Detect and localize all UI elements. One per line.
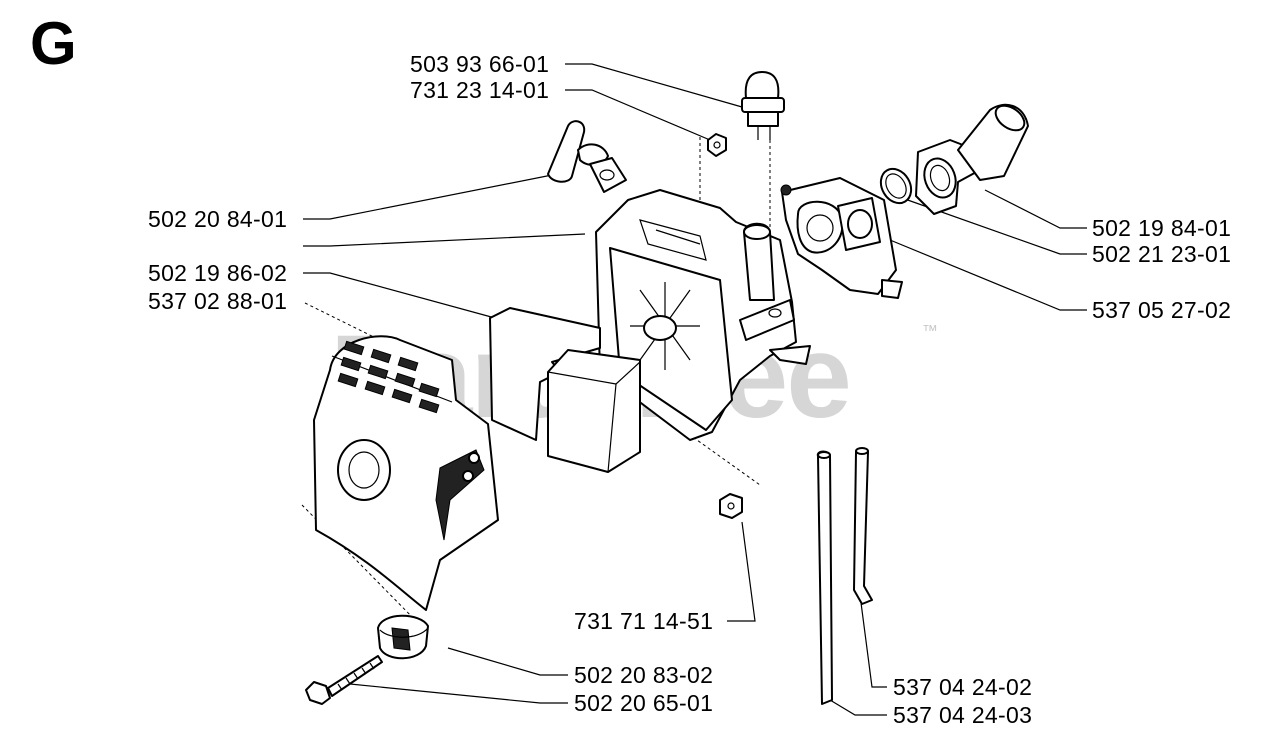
leader-p6: [984, 189, 1087, 229]
dash-cover-screw: [301, 504, 421, 626]
part-number-label: 731 23 14-01: [410, 77, 550, 103]
cover-knob: [377, 614, 429, 660]
leader-p9: [727, 521, 756, 622]
carburetor: [780, 177, 903, 299]
air-filter-cover: [313, 335, 499, 611]
part-number-label: 502 19 86-02: [148, 260, 288, 286]
leader-p11: [339, 682, 568, 704]
leader-p3: [303, 174, 553, 220]
cover-grille: [337, 340, 440, 414]
leader-p10: [447, 647, 568, 676]
nut-top: [707, 133, 727, 157]
gasket-ring: [879, 167, 913, 205]
leader-p3b: [303, 233, 586, 247]
leader-p2: [565, 89, 711, 141]
nut-bottom: [719, 493, 743, 519]
leader-p13: [829, 699, 887, 716]
cover-screw: [305, 655, 383, 705]
trademark-symbol: ™: [922, 323, 938, 340]
part-number-label: 537 05 27-02: [1092, 297, 1232, 323]
section-letter: G: [30, 10, 77, 77]
choke-lever: [547, 120, 627, 193]
part-number-label: 502 20 84-01: [148, 206, 288, 232]
part-number-label: 537 04 24-02: [893, 674, 1033, 700]
intake-manifold: [915, 103, 1029, 215]
part-number-label: 537 02 88-01: [148, 288, 288, 314]
air-filter-element: [489, 307, 641, 473]
leader-p1: [565, 63, 743, 108]
part-number-label: 502 20 83-02: [574, 662, 714, 688]
leader-p8: [889, 239, 1087, 311]
part-number-label: 537 04 24-03: [893, 702, 1033, 728]
part-number-label: 502 21 23-01: [1092, 241, 1232, 267]
leader-lines: [301, 63, 1087, 716]
part-number-label: 502 19 84-01: [1092, 215, 1232, 241]
part-number-label: 502 20 65-01: [574, 690, 714, 716]
primer-bulb: [741, 71, 785, 140]
fuel-hoses: [816, 447, 873, 705]
leader-p12: [859, 594, 887, 688]
part-number-label: 731 71 14-51: [574, 608, 714, 634]
part-number-label: 503 93 66-01: [410, 51, 550, 77]
leader-p7: [901, 197, 1087, 255]
leader-p4: [303, 272, 496, 319]
